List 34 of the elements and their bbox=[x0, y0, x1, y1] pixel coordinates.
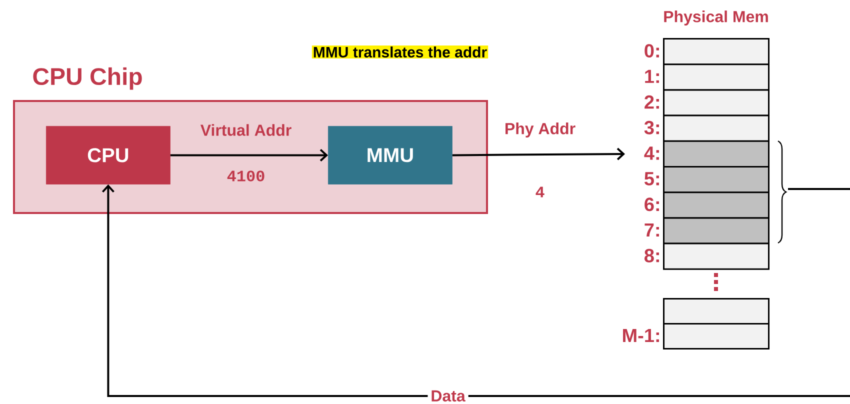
memory-cell bbox=[663, 38, 770, 66]
address-label: 6: bbox=[644, 198, 659, 212]
memory-cell bbox=[663, 217, 770, 244]
mmu-box: MMU bbox=[328, 126, 452, 184]
cpu-box: CPU bbox=[46, 126, 170, 184]
address-label: 8: bbox=[644, 248, 659, 262]
address-label: 3: bbox=[644, 120, 659, 134]
address-label: 2: bbox=[644, 95, 659, 109]
edge-label: Data bbox=[428, 387, 468, 404]
arrow bbox=[452, 148, 625, 160]
address-label: 5: bbox=[644, 172, 659, 186]
memory-cell bbox=[663, 242, 770, 270]
memory-cell bbox=[663, 140, 770, 168]
memory-cell bbox=[663, 114, 770, 142]
memory-cell bbox=[663, 89, 770, 116]
memory-cell bbox=[663, 64, 770, 91]
address-value: 4100 bbox=[227, 170, 264, 182]
memory-cell bbox=[663, 323, 770, 350]
memory-cell bbox=[663, 192, 770, 219]
arrow bbox=[170, 148, 328, 162]
edge-label: Virtual Addr bbox=[200, 124, 292, 136]
memory-cell bbox=[663, 166, 770, 194]
memory-cell bbox=[663, 298, 770, 324]
address-label: M-1: bbox=[623, 328, 659, 342]
address-label: 0: bbox=[644, 44, 659, 58]
edge-label: Phy Addr bbox=[506, 122, 576, 138]
arrow bbox=[102, 184, 850, 397]
address-label: 7: bbox=[644, 223, 659, 237]
address-value: 4 bbox=[536, 186, 544, 198]
address-label: 1: bbox=[645, 70, 659, 83]
heading: Physical Mem bbox=[664, 10, 768, 26]
box-heading: CPU Chip bbox=[33, 67, 142, 90]
address-label: 4: bbox=[644, 146, 659, 160]
highlighted-note: MMU translates the addr bbox=[312, 46, 488, 58]
